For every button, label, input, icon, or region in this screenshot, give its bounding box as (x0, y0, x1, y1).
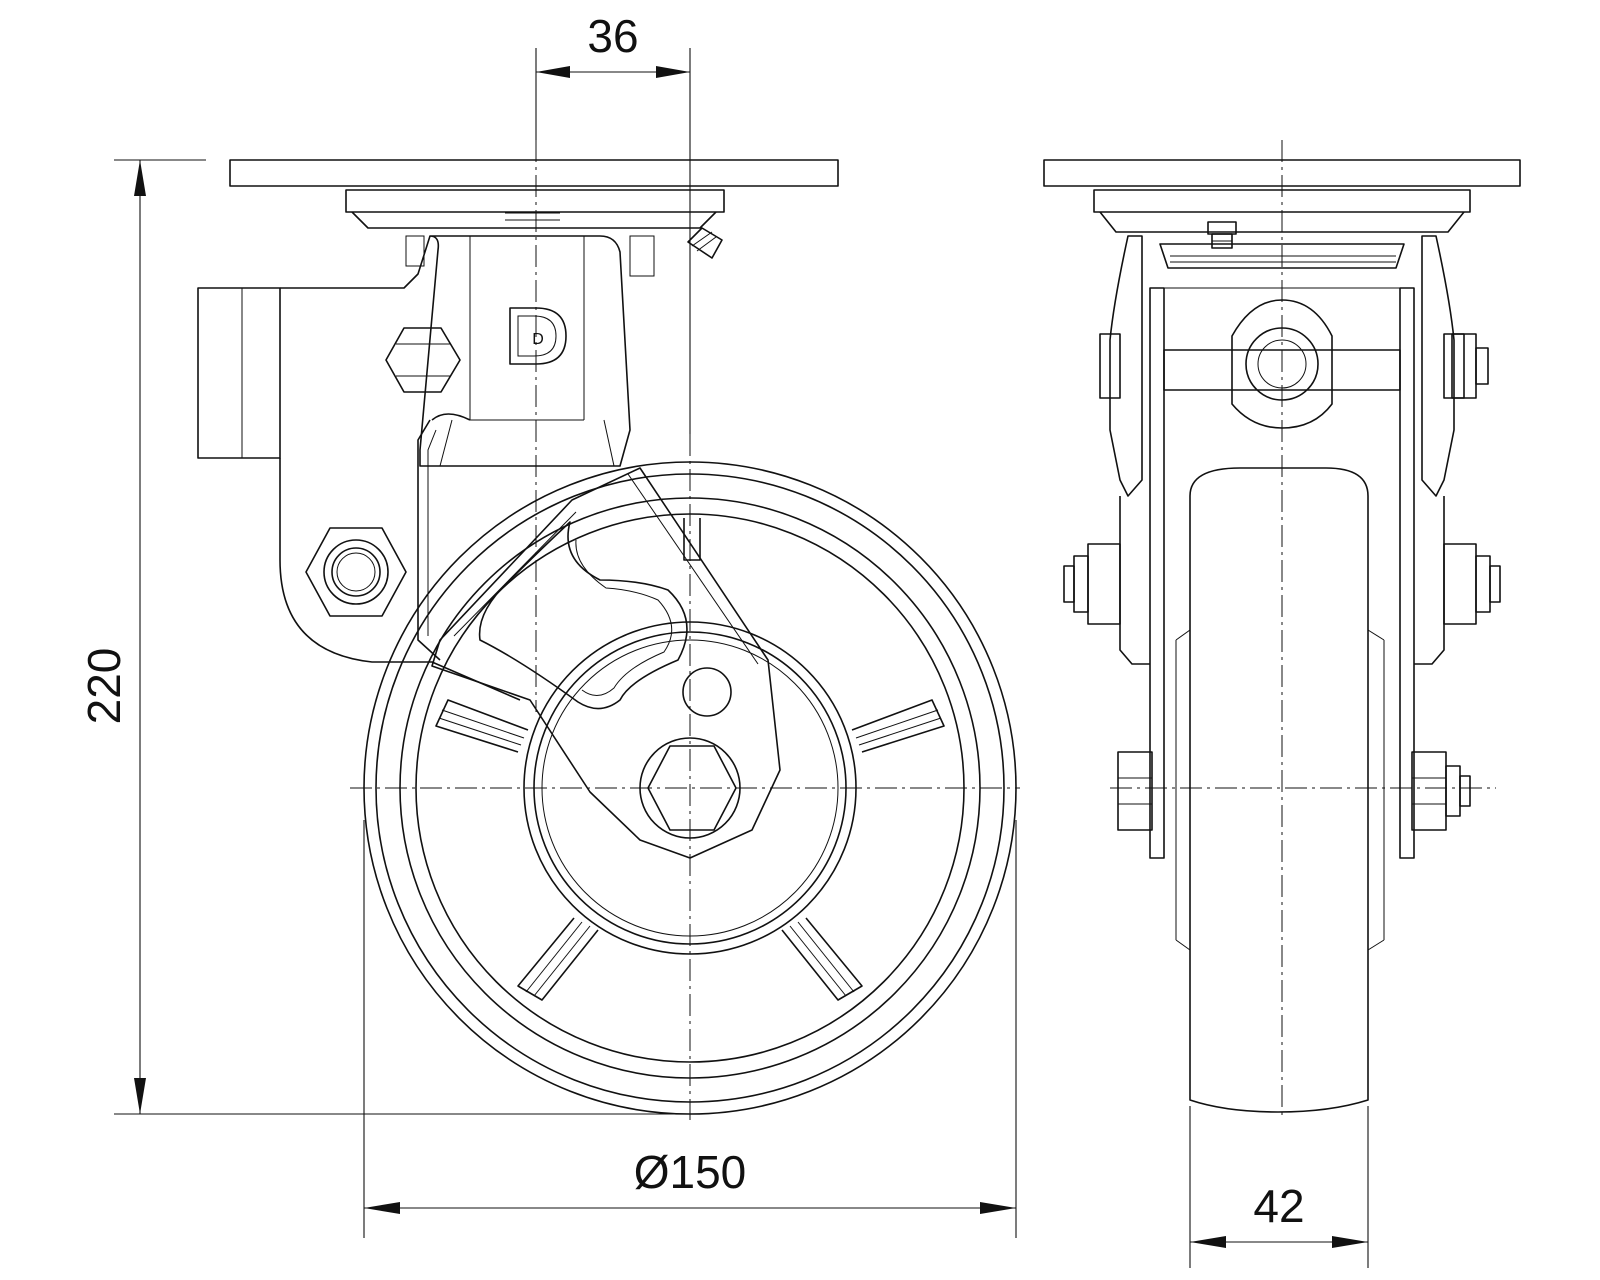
swivel-housing (419, 235, 631, 467)
top-plate-side (229, 159, 839, 277)
brake-bracket (197, 235, 521, 701)
dimension-width-label: 42 (1253, 1180, 1304, 1232)
dimension-height-label: 220 (78, 648, 130, 725)
logo-emblem: D (509, 307, 567, 365)
wheel-spokes (435, 518, 945, 1001)
front-bolts (1063, 333, 1501, 831)
dimension-offset: 36 (535, 10, 691, 434)
wheel-front (1175, 467, 1385, 1113)
dimension-diameter: Ø150 (363, 820, 1017, 1238)
dimension-diameter-label: Ø150 (634, 1146, 747, 1198)
dimension-offset-label: 36 (587, 10, 638, 62)
dimension-height: 220 (78, 159, 690, 1115)
grease-nipple-side (687, 227, 723, 259)
front-view (1043, 140, 1521, 1120)
grease-nipple-front (1207, 221, 1237, 249)
lower-bolt-side (305, 527, 407, 617)
upper-bolt-side (385, 327, 461, 393)
logo-letter: D (532, 331, 544, 348)
dimension-width: 42 (1189, 1106, 1369, 1268)
side-view: D (197, 140, 1020, 1120)
